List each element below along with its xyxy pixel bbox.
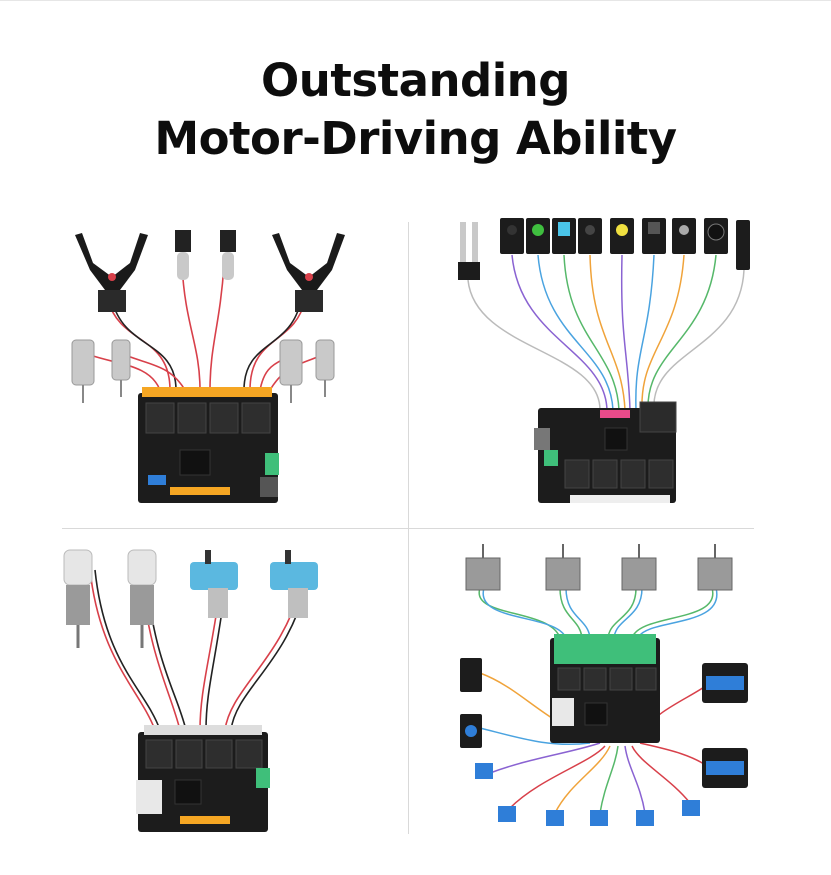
- stepper-motor-icon: [465, 544, 733, 591]
- panel-gripper-motors: [60, 215, 350, 515]
- title-line-1: Outstanding: [261, 54, 570, 107]
- panel-stepper-servo: [450, 538, 770, 838]
- panel-geared-motors: [60, 540, 350, 840]
- panel-divider-horizontal: [62, 528, 754, 529]
- gear-motor-icon: [175, 230, 236, 280]
- driver-board-icon: [534, 401, 677, 503]
- title-line-2: Motor-Driving Ability: [154, 112, 677, 165]
- gear-motor-icon: [190, 550, 318, 618]
- dc-motor-icon: [63, 549, 157, 648]
- servo-icon: [475, 663, 748, 826]
- top-divider: [0, 0, 831, 1]
- dc-motor-icon: [71, 339, 335, 403]
- gripper-icon: [75, 233, 148, 312]
- soil-sensor-icon: [458, 222, 480, 280]
- panel-sensor-modules: [450, 210, 760, 515]
- page-title: Outstanding Motor-Driving Ability: [0, 52, 831, 168]
- sensor-module-icon: [460, 658, 482, 748]
- sensor-module-icon: [500, 218, 750, 270]
- gripper-icon: [272, 233, 345, 312]
- driver-board-icon: [138, 387, 279, 503]
- driver-board-icon: [550, 634, 660, 743]
- driver-board-icon: [136, 725, 270, 832]
